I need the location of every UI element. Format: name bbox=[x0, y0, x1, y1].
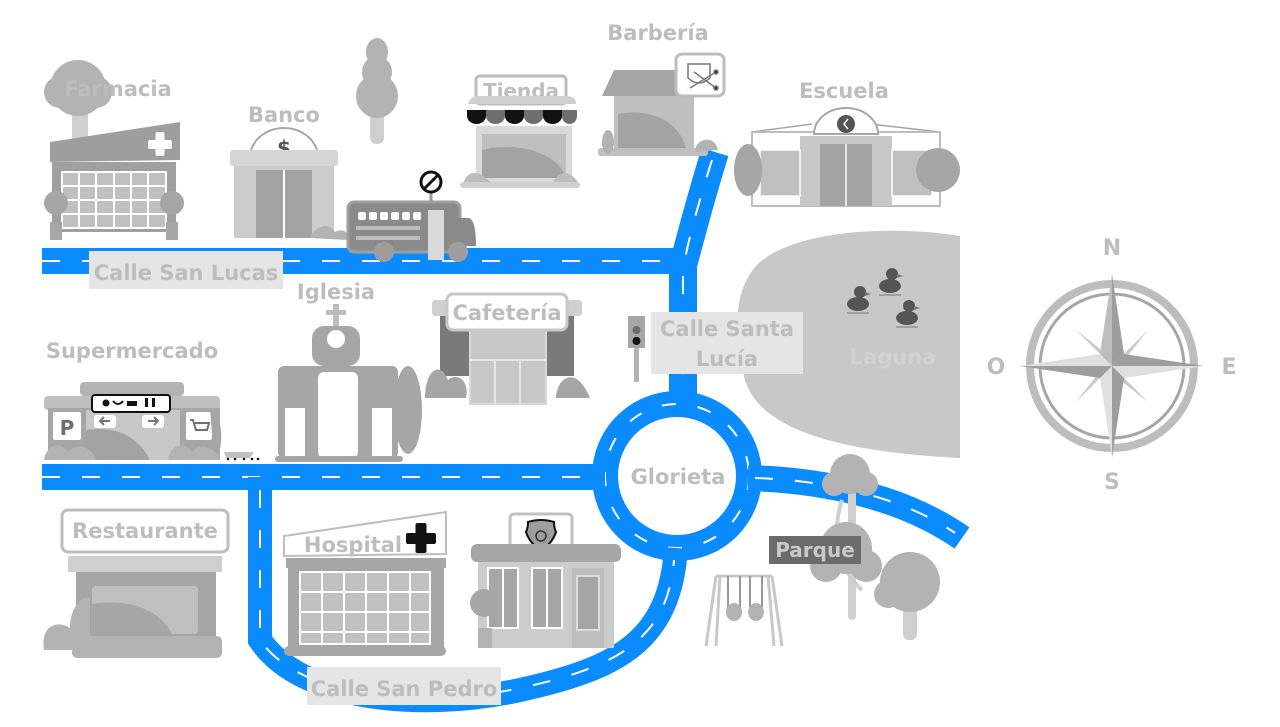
compass-north-label: N bbox=[1103, 236, 1121, 261]
svg-text:Calle Santa: Calle Santa bbox=[660, 317, 794, 341]
police-badge-icon bbox=[524, 519, 558, 552]
bank[interactable]: Banco $ bbox=[230, 103, 349, 240]
park-label: Parque bbox=[775, 538, 855, 562]
tree-icon[interactable] bbox=[356, 38, 398, 144]
police-station[interactable] bbox=[470, 512, 621, 648]
tree-icon bbox=[44, 60, 112, 140]
supermarket[interactable]: Supermercado P bbox=[44, 339, 260, 461]
bank-label: Banco bbox=[248, 103, 320, 127]
duck-icon bbox=[896, 300, 920, 328]
restaurant[interactable]: Restaurante bbox=[43, 508, 230, 658]
pharmacy-label: Farmacia bbox=[64, 77, 172, 101]
roundabout-label: Glorieta bbox=[631, 465, 726, 489]
restaurant-label: Restaurante bbox=[72, 519, 218, 543]
svg-text:Lucía: Lucía bbox=[696, 347, 758, 371]
svg-text:P: P bbox=[60, 416, 75, 440]
shopping-cart-icon bbox=[186, 412, 212, 440]
bus-icon[interactable] bbox=[346, 170, 476, 262]
compass-rose-icon bbox=[1020, 274, 1204, 458]
cafe[interactable]: Cafetería bbox=[425, 292, 590, 405]
compass-west-label: O bbox=[987, 355, 1006, 380]
church[interactable]: Iglesia bbox=[275, 280, 422, 462]
pharmacy-cross-icon bbox=[148, 132, 172, 156]
pharmacy[interactable]: Farmacia bbox=[44, 60, 184, 240]
tree-icon bbox=[874, 552, 940, 640]
svg-text:Calle San Pedro: Calle San Pedro bbox=[311, 677, 498, 701]
hospital[interactable]: Hospital bbox=[283, 510, 447, 656]
store[interactable]: Tienda bbox=[460, 74, 580, 188]
church-label: Iglesia bbox=[297, 280, 375, 304]
roads bbox=[42, 147, 970, 713]
barber-sign-icon bbox=[687, 63, 719, 91]
swing-set-icon bbox=[704, 574, 784, 647]
traffic-light-icon bbox=[628, 316, 645, 382]
school[interactable]: Escuela bbox=[734, 79, 960, 207]
duck-icon bbox=[847, 286, 871, 314]
church-cross-icon bbox=[326, 304, 346, 326]
no-entry-sign-icon bbox=[419, 170, 443, 204]
lagoon[interactable]: Laguna bbox=[737, 230, 960, 458]
clock-icon bbox=[837, 115, 855, 133]
parking-icon: P bbox=[53, 412, 81, 440]
supermarket-label: Supermercado bbox=[46, 339, 218, 363]
hospital-cross-icon bbox=[406, 523, 436, 553]
lagoon-label: Laguna bbox=[850, 345, 937, 369]
street-label-san-pedro: Calle San Pedro bbox=[307, 667, 501, 705]
barber-shop-label: Barbería bbox=[607, 21, 709, 45]
awning-icon bbox=[467, 110, 577, 124]
barber-shop[interactable]: Barbería bbox=[598, 21, 726, 156]
svg-text:Calle San Lucas: Calle San Lucas bbox=[94, 261, 279, 285]
hospital-label: Hospital bbox=[304, 533, 402, 557]
street-label-santa-lucia: Calle Santa Lucía bbox=[651, 312, 803, 374]
school-label: Escuela bbox=[799, 79, 889, 103]
cafe-label: Cafetería bbox=[453, 301, 562, 325]
duck-icon bbox=[879, 268, 903, 296]
street-label-san-lucas: Calle San Lucas bbox=[89, 251, 283, 289]
compass-east-label: E bbox=[1221, 355, 1236, 380]
park[interactable]: Parque bbox=[704, 454, 940, 647]
compass-south-label: S bbox=[1104, 470, 1120, 495]
